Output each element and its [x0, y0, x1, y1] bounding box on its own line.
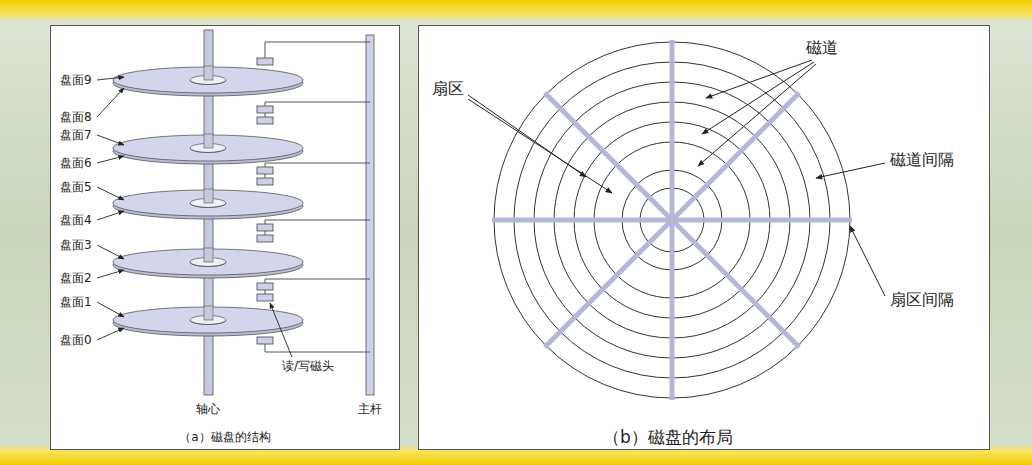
leader-line — [97, 211, 124, 220]
leader-line — [97, 187, 124, 200]
part-label: 读/写磁头 — [282, 359, 334, 373]
platter — [113, 66, 303, 96]
part-label: 磁道 — [806, 38, 838, 57]
platter-surface — [113, 135, 303, 161]
leader-line — [97, 328, 124, 340]
surface-label: 盘面8 — [60, 110, 92, 124]
read-write-head — [257, 294, 273, 301]
part-label: 扇区 — [432, 79, 464, 98]
main-arm — [366, 35, 374, 395]
platter-hole — [190, 262, 226, 267]
platter-hole — [190, 320, 226, 325]
platter-surface — [113, 67, 303, 93]
part-label: 扇区间隔 — [890, 290, 954, 309]
surface-label: 盘面4 — [60, 213, 92, 227]
spindle — [204, 189, 213, 203]
surface-label: 盘面5 — [60, 180, 92, 194]
leader-line — [97, 270, 124, 278]
panel-ground — [418, 25, 990, 450]
head-arm — [265, 344, 370, 352]
head-arm — [265, 102, 370, 117]
platter — [113, 134, 303, 164]
leader-line — [97, 77, 124, 80]
disk-structure — [97, 30, 374, 395]
platter-surface — [113, 249, 303, 275]
surface-label: 盘面6 — [60, 156, 92, 170]
leader-line — [270, 303, 292, 357]
part-label: 磁道间隔 — [890, 150, 954, 169]
platter-hole — [190, 148, 226, 153]
leader-line — [97, 77, 292, 357]
sector-gap — [492, 40, 852, 400]
leader-line — [97, 302, 124, 317]
read-write-head — [257, 235, 273, 242]
head-arm — [265, 42, 370, 58]
platter — [113, 248, 303, 278]
surface-label: 盘面2 — [60, 271, 92, 285]
surface-label: 盘面7 — [60, 128, 92, 142]
surface-label: 盘面9 — [60, 73, 92, 87]
platter-surface — [113, 190, 303, 216]
platter — [113, 306, 303, 336]
read-write-head — [257, 58, 273, 344]
read-write-head — [257, 224, 273, 231]
platter — [113, 189, 303, 219]
part-label: 主杆 — [358, 402, 382, 416]
leader-line — [850, 226, 885, 296]
leader-line — [706, 60, 812, 98]
head-arm — [265, 220, 370, 235]
spindle — [204, 306, 213, 320]
platter-surface — [113, 307, 303, 333]
head-arm — [265, 42, 370, 352]
head-arm — [265, 163, 370, 178]
figure-panel: （a）磁盘的结构 — [50, 25, 400, 450]
part-label: 轴心 — [196, 402, 220, 416]
sector-gap — [545, 220, 672, 347]
leader-line — [816, 163, 885, 178]
spindle — [204, 66, 213, 80]
platter-hole — [190, 203, 226, 208]
read-write-head — [257, 283, 273, 290]
read-write-head — [257, 167, 273, 174]
panel-ground — [50, 25, 400, 450]
leader-line — [97, 156, 124, 163]
figure-caption: （a）磁盘的结构 — [179, 430, 270, 444]
leader-line — [97, 245, 124, 259]
leader-line — [698, 64, 816, 166]
sector-gap — [670, 40, 675, 220]
read-write-head — [257, 178, 273, 185]
figure-caption: （b）磁盘的布局 — [603, 427, 733, 447]
sector-gap — [672, 218, 852, 223]
head-arm — [265, 279, 370, 294]
sector-gap — [492, 218, 672, 223]
leader-line — [97, 135, 124, 145]
sector-gap — [545, 93, 672, 220]
read-write-head — [257, 106, 273, 113]
surface-label: 盘面1 — [60, 295, 92, 309]
leader-line — [97, 88, 124, 117]
spindle — [204, 134, 213, 148]
read-write-head — [257, 337, 273, 344]
sector-gap — [670, 220, 675, 400]
platter-hole — [190, 80, 226, 85]
leader-line — [468, 60, 885, 296]
read-write-head — [257, 117, 273, 124]
figure-panel: （b）磁盘的布局 — [418, 25, 990, 450]
surface-label: 盘面3 — [60, 238, 92, 252]
leader-line — [468, 99, 612, 193]
spindle — [204, 248, 213, 262]
sector-gap — [672, 220, 799, 347]
read-write-head — [257, 58, 273, 65]
surface-label: 盘面0 — [60, 333, 92, 347]
disk-layout — [468, 40, 885, 400]
leader-line — [702, 62, 814, 134]
